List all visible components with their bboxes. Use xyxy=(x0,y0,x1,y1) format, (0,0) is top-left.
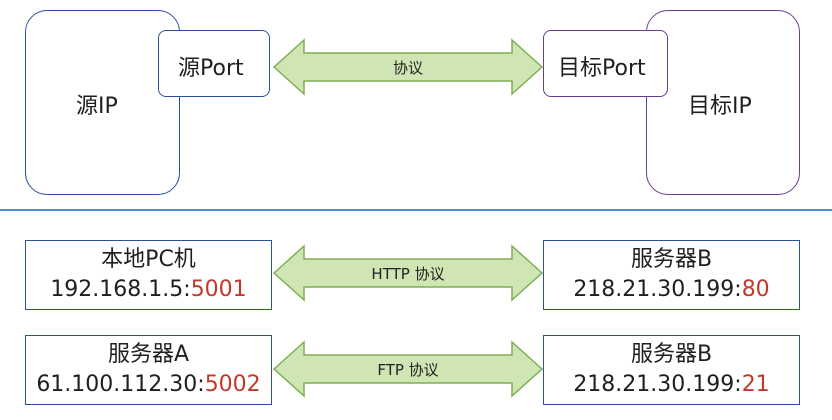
row2-arrow xyxy=(272,340,544,398)
row1-left-box: 本地PC机 192.168.1.5:5001 xyxy=(25,240,272,310)
row1-left-address: 192.168.1.5:5001 xyxy=(26,275,271,305)
dest-ip-label: 目标IP xyxy=(688,94,752,119)
row2-right-box: 服务器B 218.21.30.199:21 xyxy=(543,335,800,405)
row2-left-name: 服务器A xyxy=(107,342,190,367)
row1-arrow xyxy=(272,244,544,302)
protocol-arrow xyxy=(272,38,544,96)
row1-left-name: 本地PC机 xyxy=(101,247,196,272)
row1-right-port: 80 xyxy=(741,277,770,302)
source-port-label: 源Port xyxy=(178,56,244,81)
dest-ip-box xyxy=(646,10,800,195)
row2-right-port: 21 xyxy=(741,372,770,397)
row2-left-box: 服务器A 61.100.112.30:5002 xyxy=(25,335,272,405)
row2-left-address: 61.100.112.30:5002 xyxy=(26,370,271,400)
source-ip-box xyxy=(25,10,180,195)
row1-left-ip: 192.168.1.5: xyxy=(50,277,191,302)
row1-right-ip: 218.21.30.199: xyxy=(573,277,742,302)
row2-left-ip: 61.100.112.30: xyxy=(36,372,205,397)
source-port-box xyxy=(158,30,270,97)
row2-right-ip: 218.21.30.199: xyxy=(573,372,742,397)
dest-port-box xyxy=(543,30,668,97)
row2-right-name: 服务器B xyxy=(630,342,713,367)
row2-protocol-label: FTP 协议 xyxy=(377,361,439,379)
row1-right-address: 218.21.30.199:80 xyxy=(544,275,799,305)
row1-left-port: 5001 xyxy=(190,277,247,302)
row1-right-box: 服务器B 218.21.30.199:80 xyxy=(543,240,800,310)
dest-port-label: 目标Port xyxy=(558,56,646,81)
source-ip-label: 源IP xyxy=(76,94,118,119)
row1-right-name: 服务器B xyxy=(630,247,713,272)
protocol-label: 协议 xyxy=(392,59,423,77)
section-divider xyxy=(0,209,832,211)
row2-right-address: 218.21.30.199:21 xyxy=(544,370,799,400)
row1-protocol-label: HTTP 协议 xyxy=(371,265,445,283)
row2-left-port: 5002 xyxy=(204,372,261,397)
